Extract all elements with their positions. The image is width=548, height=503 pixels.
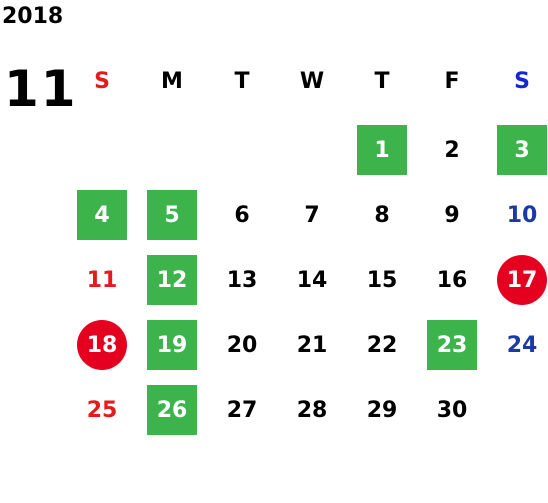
day-cell-13[interactable]: 13 (226, 267, 258, 293)
day-cell-27[interactable]: 27 (226, 397, 258, 423)
day-cell-12[interactable]: 12 (147, 255, 197, 305)
day-cell-15[interactable]: 15 (366, 267, 398, 293)
day-cell-8[interactable]: 8 (374, 202, 390, 228)
day-cell-3[interactable]: 3 (497, 125, 547, 175)
day-cell-9[interactable]: 9 (444, 202, 460, 228)
day-cell-14[interactable]: 14 (296, 267, 328, 293)
weekday-header-wed: W (299, 68, 325, 94)
day-cell-11[interactable]: 11 (86, 267, 118, 293)
day-cell-21[interactable]: 21 (296, 332, 328, 358)
day-cell-24[interactable]: 24 (506, 332, 538, 358)
weekday-header-thu: T (374, 68, 390, 94)
day-cell-20[interactable]: 20 (226, 332, 258, 358)
day-cell-4[interactable]: 4 (77, 190, 127, 240)
day-cell-17[interactable]: 17 (497, 255, 547, 305)
weekday-header-fri: F (444, 68, 460, 94)
day-cell-25[interactable]: 25 (86, 397, 118, 423)
day-cell-22[interactable]: 22 (366, 332, 398, 358)
day-cell-28[interactable]: 28 (296, 397, 328, 423)
day-cell-16[interactable]: 16 (436, 267, 468, 293)
day-cell-2[interactable]: 2 (444, 137, 460, 163)
weekday-header-sun: S (94, 68, 110, 94)
day-cell-26[interactable]: 26 (147, 385, 197, 435)
day-cell-1[interactable]: 1 (357, 125, 407, 175)
day-cell-7[interactable]: 7 (304, 202, 320, 228)
day-cell-29[interactable]: 29 (366, 397, 398, 423)
day-cell-18[interactable]: 18 (77, 320, 127, 370)
day-cell-5[interactable]: 5 (147, 190, 197, 240)
day-cell-10[interactable]: 10 (506, 202, 538, 228)
day-cell-6[interactable]: 6 (234, 202, 250, 228)
day-cell-30[interactable]: 30 (436, 397, 468, 423)
weekday-header-tue: T (234, 68, 250, 94)
weekday-header-mon: M (161, 68, 183, 94)
year-label: 2018 (2, 4, 64, 29)
month-number: 11 (4, 60, 78, 118)
day-cell-23[interactable]: 23 (427, 320, 477, 370)
weekday-header-sat: S (514, 68, 530, 94)
day-cell-19[interactable]: 19 (147, 320, 197, 370)
